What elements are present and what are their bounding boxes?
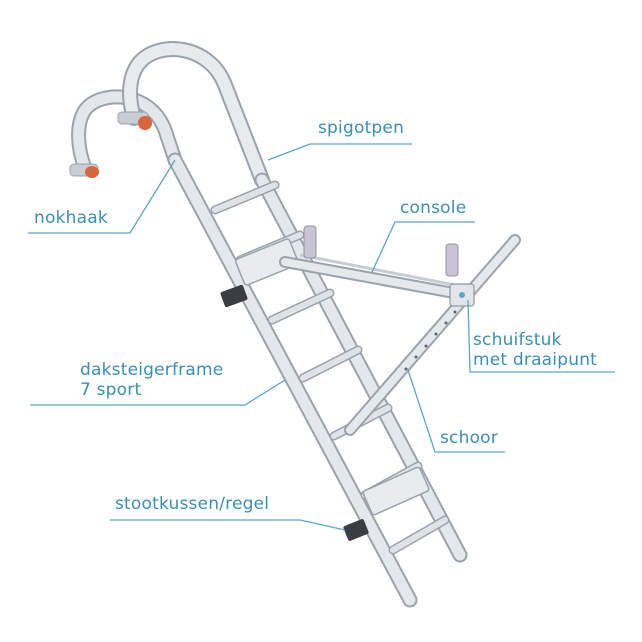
leader-daksteigerframe (30, 379, 286, 406)
label-schuifstuk: schuifstuk met draaipunt (473, 330, 598, 370)
leader-schoor (407, 369, 505, 453)
leader-stootkussen (110, 519, 346, 531)
hook-front (117, 41, 270, 188)
console-arm (279, 225, 471, 301)
label-schoor: schoor (440, 428, 498, 448)
bumper-pad-icon (343, 519, 369, 541)
label-nokhaak: nokhaak (34, 208, 108, 228)
leader-nokhaak (28, 159, 176, 234)
hook-back (69, 89, 183, 178)
bumper-pad-icon (220, 284, 248, 308)
brace (344, 234, 521, 436)
leader-schuifstuk (467, 299, 615, 373)
leader-console (371, 221, 475, 273)
hook-cap-icon (138, 116, 152, 130)
leader-lines (28, 143, 615, 531)
leader-spigotpen (267, 143, 412, 161)
label-console: console (400, 198, 467, 218)
upper-clamp (220, 238, 299, 308)
label-stootkussen: stootkussen/regel (115, 494, 270, 514)
label-daksteigerframe: daksteigerframe 7 sport (80, 360, 224, 400)
lower-clamp (343, 466, 430, 541)
label-spigotpen: spigotpen (318, 118, 405, 138)
hook-cap-icon (85, 166, 99, 178)
